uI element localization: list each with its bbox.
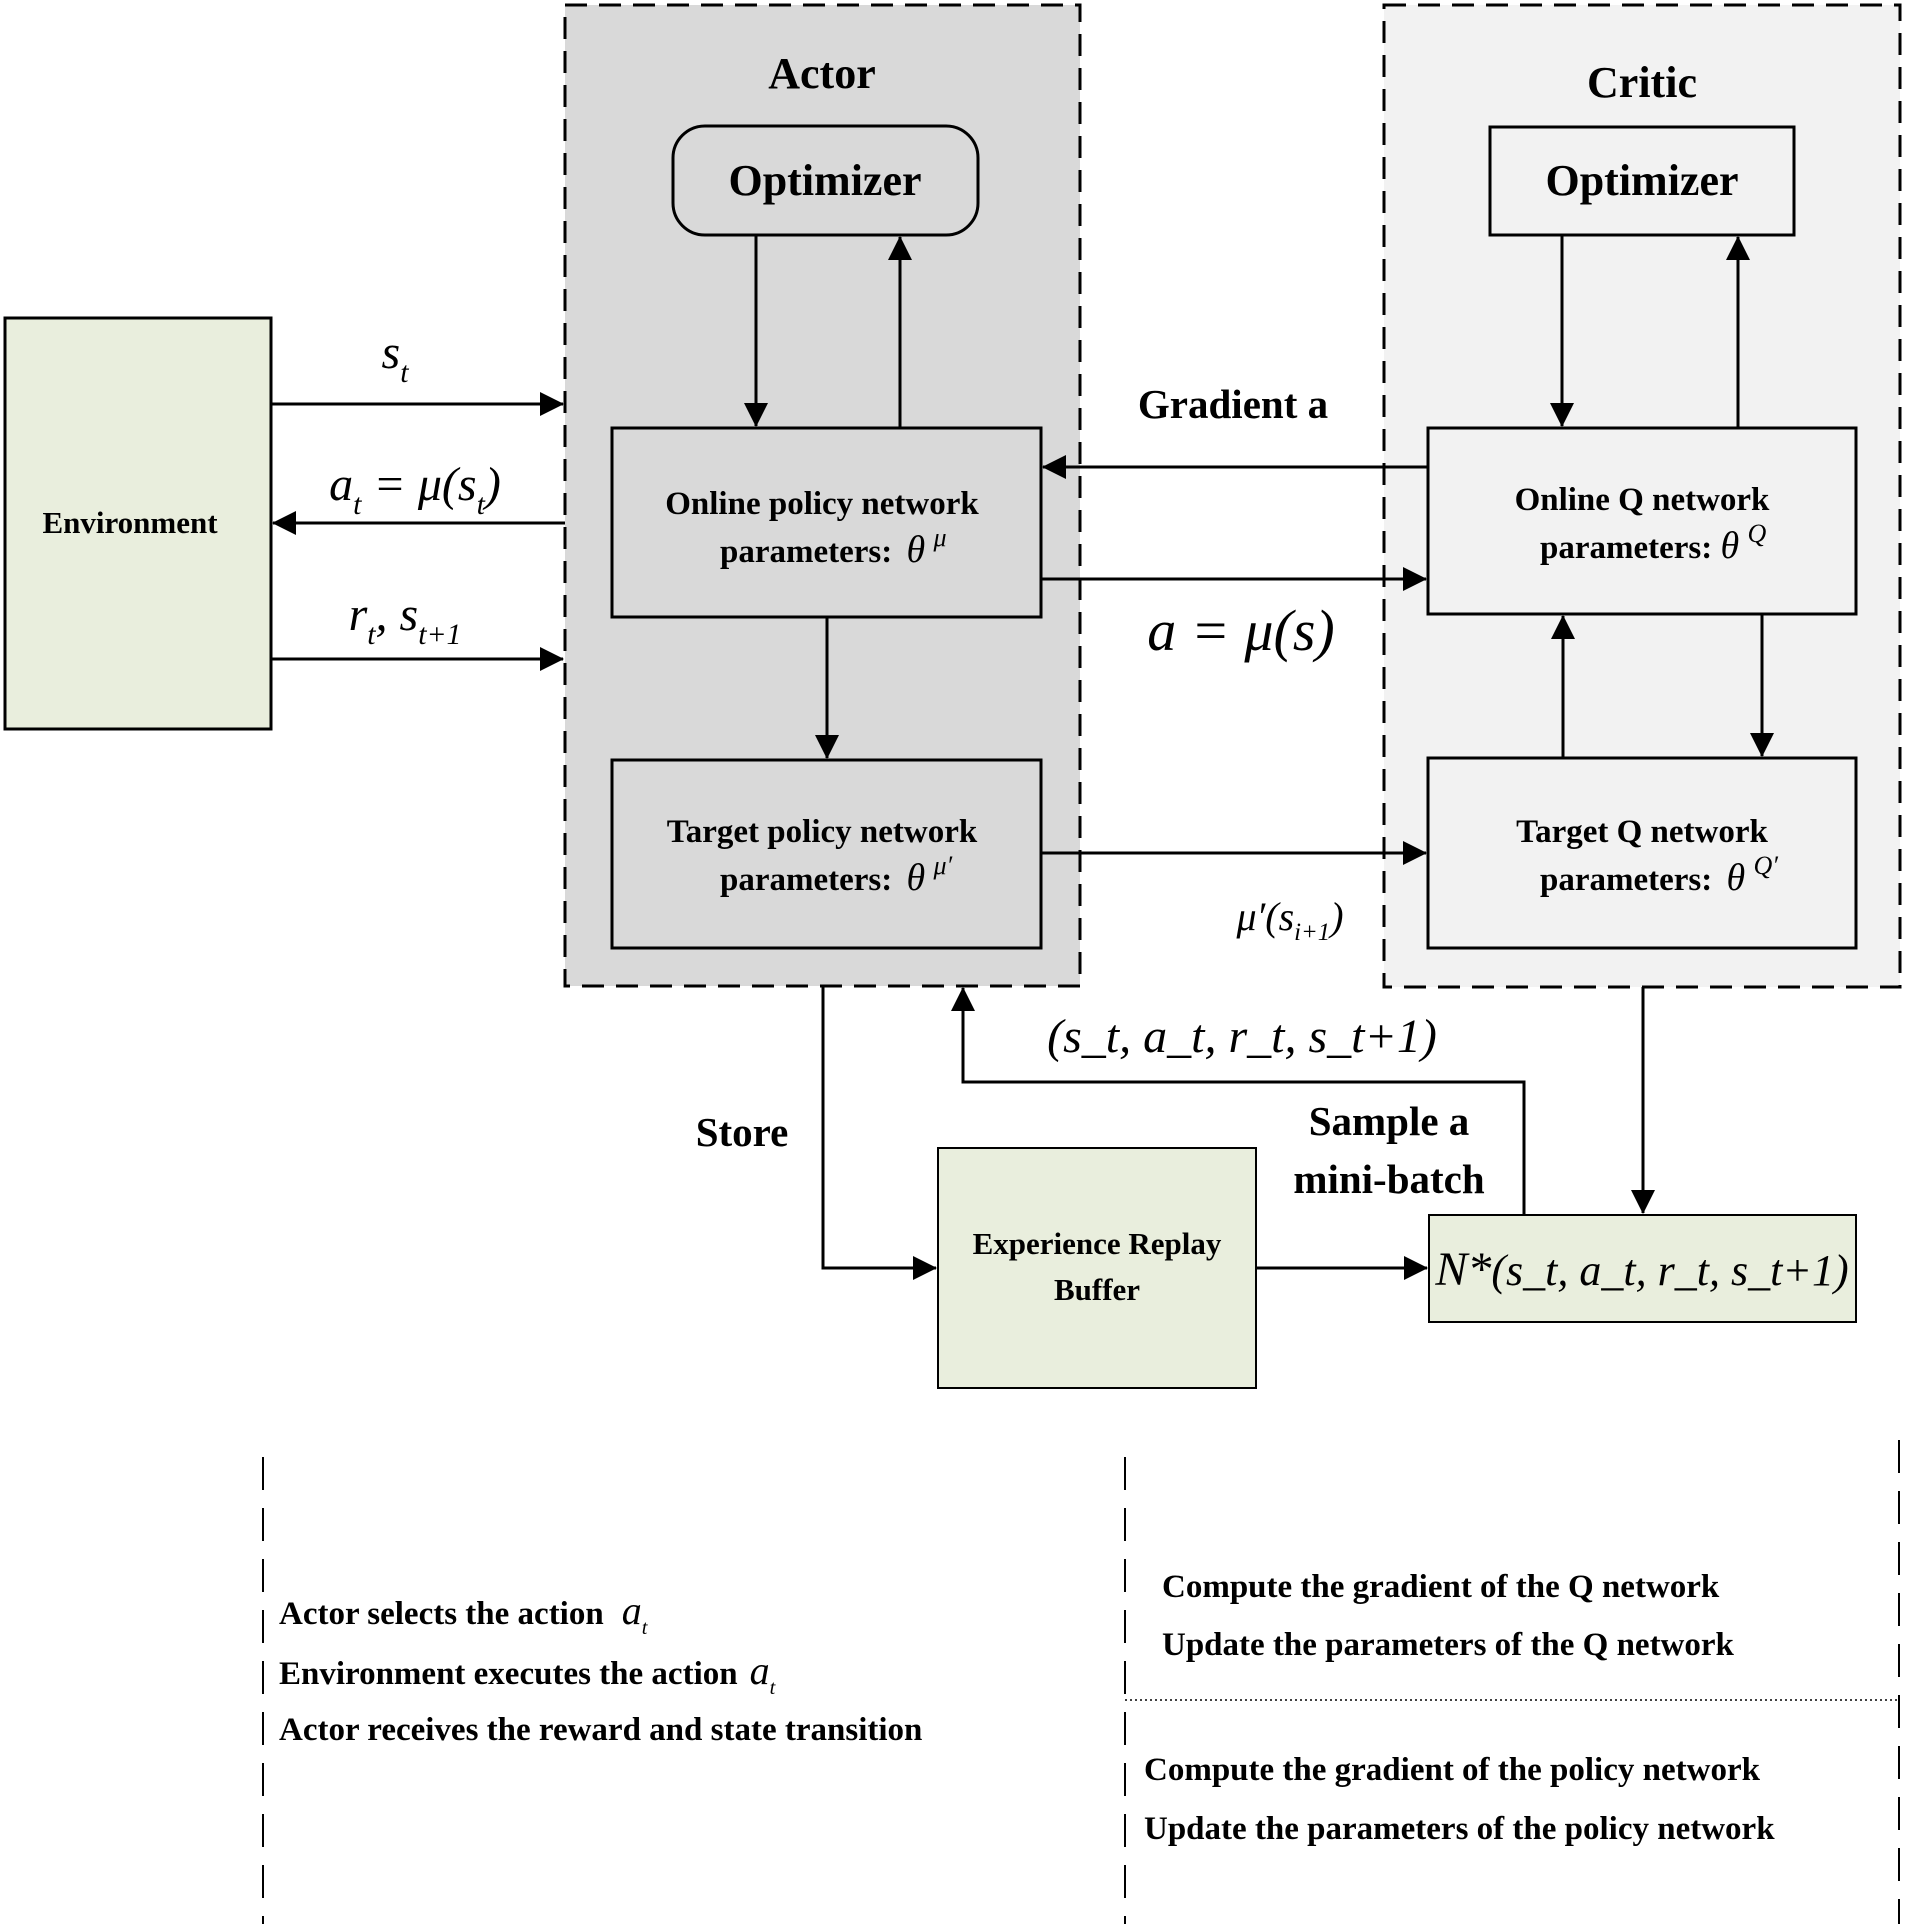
target-q-box: [1426, 756, 1858, 950]
label-gradient: Gradient a: [1138, 381, 1328, 427]
online-policy-theta-sup: μ: [932, 523, 946, 552]
label-reward: rt, st+1: [349, 588, 462, 651]
minibatch-label: N*(s_t, a_t, r_t, s_t+1): [1434, 1243, 1848, 1296]
label-action: at = μ(st): [329, 458, 501, 521]
label-sample-line2: mini-batch: [1293, 1156, 1485, 1202]
actor-label: Actor: [768, 49, 876, 98]
online-q-line2: parameters: θ Q: [1540, 519, 1766, 567]
target-q-params-label: parameters:: [1540, 862, 1712, 898]
target-q-line1: Target Q network: [1516, 814, 1768, 850]
critic-optimizer-label: Optimizer: [1545, 156, 1738, 205]
note-left-3: Actor receives the reward and state tran…: [279, 1712, 922, 1748]
target-policy-line1: Target policy network: [667, 814, 978, 850]
minibatch-tuple: (s_t, a_t, r_t, s_t+1): [1491, 1246, 1848, 1295]
environment-box: [3, 316, 273, 731]
target-policy-box: [610, 758, 1043, 950]
note-right-top-2: Update the parameters of the Q network: [1162, 1627, 1735, 1663]
note-right-bottom-1: Compute the gradient of the policy netwo…: [1144, 1752, 1761, 1788]
label-store: Store: [696, 1109, 789, 1155]
target-q-theta: θ: [1727, 857, 1746, 899]
arrow-transition-feedback: [951, 987, 1526, 1215]
actor-optimizer-box: [671, 124, 980, 237]
online-policy-theta: θ: [907, 529, 926, 571]
online-policy-line2: parameters: θ μ: [720, 523, 947, 571]
online-q-line1: Online Q network: [1515, 482, 1770, 518]
target-policy-theta: θ: [907, 857, 926, 899]
actor-optimizer-label: Optimizer: [728, 156, 921, 205]
target-q-theta-sup: Q′: [1753, 851, 1778, 880]
online-q-box: [1426, 426, 1858, 616]
online-q-theta: θ: [1721, 525, 1740, 567]
label-transition: (s_t, a_t, r_t, s_t+1): [1047, 1010, 1437, 1063]
critic-optimizer-box: [1488, 125, 1796, 237]
label-policy-action: a = μ(s): [1147, 598, 1334, 663]
note-right-top-1: Compute the gradient of the Q network: [1162, 1569, 1720, 1605]
label-sample-line1: Sample a: [1309, 1098, 1470, 1144]
environment-label: Environment: [42, 505, 218, 540]
replay-buffer-box: [937, 1147, 1257, 1389]
online-q-params-label: parameters:: [1540, 530, 1712, 566]
critic-label: Critic: [1587, 58, 1697, 107]
target-policy-theta-sup: μ′: [932, 851, 952, 880]
minibatch-prefix: N*: [1434, 1243, 1491, 1296]
online-q-theta-sup: Q: [1747, 519, 1766, 548]
replay-buffer-line1: Experience Replay: [973, 1226, 1222, 1261]
online-policy-line1: Online policy network: [665, 486, 979, 522]
minibatch-box: [1428, 1214, 1857, 1323]
target-policy-params-label: parameters:: [720, 862, 892, 898]
note-right-bottom-2: Update the parameters of the policy netw…: [1144, 1811, 1775, 1847]
online-policy-params-label: parameters:: [720, 534, 892, 570]
label-target-action: μ′(si+1): [1235, 894, 1343, 946]
target-q-line2: parameters: θ Q′: [1540, 851, 1778, 899]
online-policy-box: [610, 426, 1043, 619]
replay-buffer-line2: Buffer: [1054, 1272, 1140, 1307]
arrow-store: [821, 986, 937, 1280]
target-policy-line2: parameters: θ μ′: [720, 851, 952, 899]
label-state: st: [382, 326, 410, 389]
